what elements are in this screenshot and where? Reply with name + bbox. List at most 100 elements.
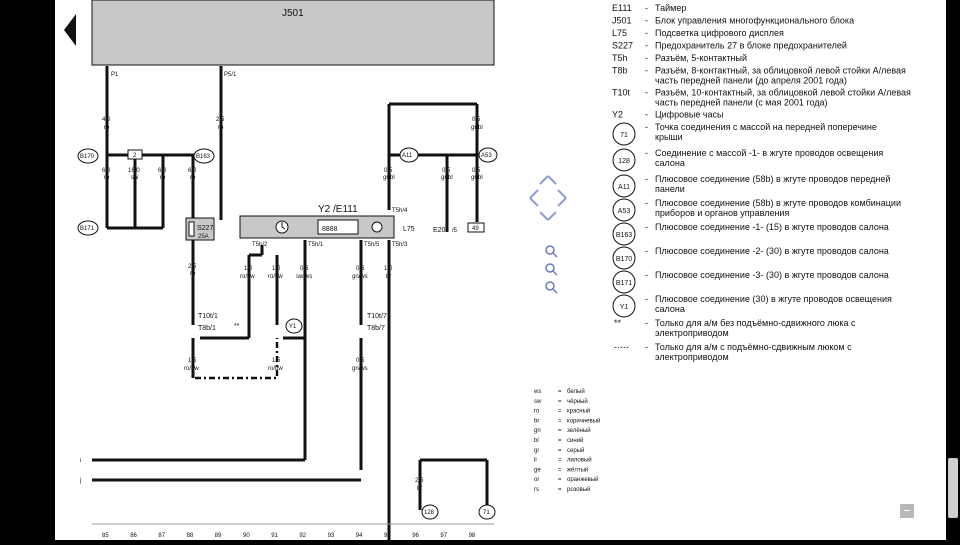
node-71: 71 xyxy=(483,510,490,516)
color-name: коричневый xyxy=(567,417,600,424)
legend-connections: 71-Точка соединения с массой на передней… xyxy=(612,122,901,318)
zoom-in-icon xyxy=(545,263,555,273)
color-eq: = xyxy=(558,467,562,473)
pan-down-icon xyxy=(539,211,557,221)
ruler-number: 93 xyxy=(328,533,335,539)
pan-control[interactable] xyxy=(529,175,567,221)
legend-dash: - xyxy=(645,3,648,13)
color-name: розовый xyxy=(567,486,590,493)
conn-t5h4: T5h/4 xyxy=(392,208,408,214)
legend-dash: - xyxy=(645,66,648,76)
conn-t5h3: T5h/3 xyxy=(392,242,408,248)
nodes xyxy=(77,147,498,520)
wire-color: gr/bl xyxy=(383,175,395,181)
legend-code: L75 xyxy=(612,28,627,38)
wire-color: ro xyxy=(190,175,196,181)
color-abbr: or xyxy=(534,477,539,483)
legend-desc: Разъём, 8-контактный, за облицовкой лево… xyxy=(655,66,906,76)
node-y1: Y1 xyxy=(289,324,297,330)
legend-desc: часть передней панели (до апреля 2001 го… xyxy=(655,76,847,86)
wire-size: 4,0 xyxy=(102,117,111,123)
node-128: 128 xyxy=(424,510,435,516)
legend-node-desc: Плюсовое соединение -3- (30) в жгуте про… xyxy=(655,270,889,280)
scroll-thumb[interactable] xyxy=(948,458,958,518)
legend-dash: - xyxy=(645,41,648,51)
wire-size: 0,5 xyxy=(356,266,365,272)
legend-node-symbol xyxy=(612,246,636,270)
color-eq: = xyxy=(558,438,562,444)
clock-digits: 8888 xyxy=(322,226,338,233)
legend-desc: Блок управления многофункционального бло… xyxy=(655,16,854,26)
ruler-number: 87 xyxy=(158,533,165,539)
zoom-out-button[interactable]: − xyxy=(900,504,914,518)
zoom-in-button[interactable]: + xyxy=(928,503,936,518)
legend-node-desc: Точка соединения с массой на передней по… xyxy=(655,122,877,132)
legend-node-code: B163 xyxy=(616,232,632,239)
node-b163: B163 xyxy=(196,154,211,160)
color-eq: = xyxy=(558,477,562,483)
wire-size: 6,0 xyxy=(158,168,167,174)
node-b171: B171 xyxy=(80,226,95,232)
clock-label: Y2 /E111 xyxy=(318,204,358,215)
module-label: J501 xyxy=(282,8,304,19)
legend-dash: - xyxy=(645,16,648,26)
wire-color: br xyxy=(386,274,391,280)
note-marker: ** xyxy=(234,323,240,330)
legend-node-desc: Плюсовое соединение (58b) в жгуте провод… xyxy=(655,198,901,208)
fuse-label: S227 xyxy=(197,225,213,232)
wiring-diagram: J501 P1 P5/1 xyxy=(77,0,911,540)
legend-node-symbol xyxy=(612,148,636,172)
conn-t5h2: T5h/2 xyxy=(252,242,268,248)
wire-color: sw xyxy=(131,175,139,181)
color-eq: = xyxy=(558,487,562,493)
legend-code: Y2 xyxy=(612,110,623,120)
legend-note-mark: -·-·- xyxy=(614,342,629,352)
legend-node-desc: приборов и органов управления xyxy=(655,208,789,218)
line-j: j xyxy=(79,478,81,484)
conn-t5h5: T5h/5 xyxy=(364,242,380,248)
color-abbr: ws xyxy=(533,389,541,395)
legend-note-desc: Только для а/м с подъёмно-сдвижным люком… xyxy=(655,342,852,352)
legend-desc: Предохранитель 27 в блоке предохранителе… xyxy=(655,41,847,51)
pin-p1: P1 xyxy=(111,72,119,78)
lamp-l75 xyxy=(371,221,383,233)
zoom-tools[interactable] xyxy=(545,245,558,294)
previous-page-button[interactable] xyxy=(62,12,80,48)
ruler-number: 95 xyxy=(384,533,391,539)
legend-desc: часть передней панели (с мая 2001 года) xyxy=(655,98,828,108)
ruler-number: 96 xyxy=(412,533,419,539)
legend-node-symbol xyxy=(612,122,636,146)
wire-size: 1,0 xyxy=(272,266,281,272)
legend-dash: - xyxy=(645,198,648,208)
legend-wire-colors: ws=белыйsw=чёрныйro=красныйbr=коричневый… xyxy=(533,388,600,493)
scrollbar[interactable] xyxy=(946,458,960,540)
color-abbr: ro xyxy=(534,409,540,415)
color-abbr: ge xyxy=(534,467,541,473)
wire-size: 1,0 xyxy=(384,266,393,272)
zoom-icon xyxy=(545,245,555,255)
wire-color: ro/bw xyxy=(268,274,283,280)
pan-up-icon xyxy=(539,175,557,185)
conn-t5h1: T5h/1 xyxy=(308,242,324,248)
ruler-number: 90 xyxy=(243,533,250,539)
wire-color: ro/bw xyxy=(268,366,283,372)
box-49 xyxy=(467,222,485,233)
legend-code: S227 xyxy=(612,41,633,51)
wire-color: ro/bw xyxy=(184,366,199,372)
wire-color: br xyxy=(417,486,422,492)
node-a11: A11 xyxy=(402,153,413,159)
node-a53: A53 xyxy=(481,153,492,159)
legend-node-desc: Плюсовое соединение -1- (15) в жгуте про… xyxy=(655,222,889,232)
color-abbr: br xyxy=(534,418,539,424)
zoom-out-icon xyxy=(545,281,555,291)
color-name: оранжевый xyxy=(567,476,599,483)
legend-desc: Разъём, 10-контактный, за облицовкой лев… xyxy=(655,88,911,98)
legend-note-desc: Только для а/м без подъёмно-сдвижного лю… xyxy=(655,318,856,328)
wire-color: ro xyxy=(190,271,196,277)
legend-node-code: A53 xyxy=(618,208,631,215)
legend-node-desc: салона xyxy=(655,158,685,168)
wire-color: ro xyxy=(160,175,166,181)
legend-node-symbol xyxy=(612,270,636,294)
conn-t10t1: T10t/1 xyxy=(198,313,218,320)
